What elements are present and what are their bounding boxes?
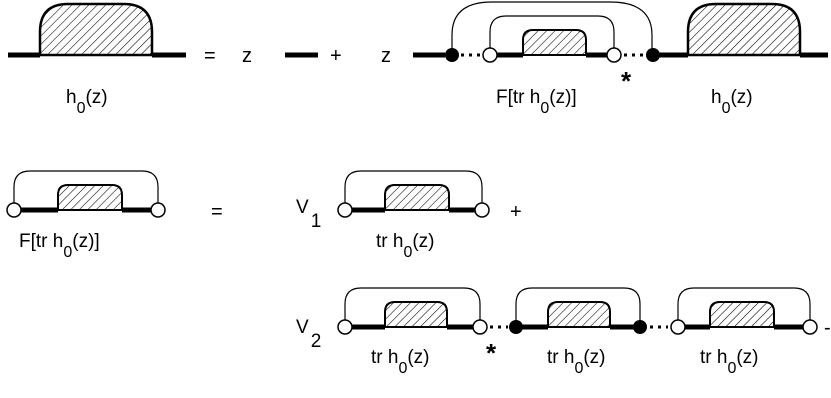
F-bubble-left	[6, 170, 166, 218]
h0-propagator-left	[8, 2, 186, 58]
trh-bubble-row2	[337, 170, 490, 218]
trh-label-row3-c: tr h0(z)	[700, 347, 759, 377]
trailing-operator: -	[824, 317, 831, 339]
convolution-star-2: *	[486, 338, 497, 368]
trh-bubble-row3-b	[509, 287, 647, 334]
row-3-equation: V2 tr h0(z) * tr h0(z)	[296, 287, 831, 377]
filled-vertex-right	[646, 48, 660, 62]
h0-label-left: h0(z)	[66, 87, 108, 117]
coefficient-V2: V2	[296, 317, 321, 352]
row-2-equation: F[tr h0(z)] = V1 tr h0(z) +	[6, 170, 522, 261]
trh-label-row2: tr h0(z)	[376, 231, 435, 261]
trh-label-row3-b: tr h0(z)	[547, 347, 606, 377]
open-vertex-right	[606, 47, 622, 63]
F-label-left: F[tr h0(z)]	[19, 231, 100, 261]
row-1-equation: h0(z) = z + z * F[tr h0(z)]	[8, 1, 828, 117]
trh-bubble-row3-a	[337, 287, 488, 335]
coefficient-V1: V1	[296, 197, 321, 232]
z-variable-1: z	[242, 45, 252, 67]
F-label-top: F[tr h0(z)]	[496, 87, 577, 117]
h0-propagator-right	[658, 2, 828, 58]
F-insertion-term	[413, 1, 660, 63]
convolution-star-1: *	[621, 66, 632, 96]
equals-sign-1: =	[204, 45, 216, 67]
equals-sign-2: =	[211, 201, 223, 223]
h0-label-right: h0(z)	[711, 87, 753, 117]
plus-sign-2: +	[510, 201, 522, 223]
trh-bubble-row3-c	[670, 287, 818, 335]
trh-label-row3-a: tr h0(z)	[371, 347, 430, 377]
open-vertex-left	[482, 47, 498, 63]
z-variable-2: z	[381, 45, 391, 67]
plus-sign-1: +	[330, 45, 342, 67]
